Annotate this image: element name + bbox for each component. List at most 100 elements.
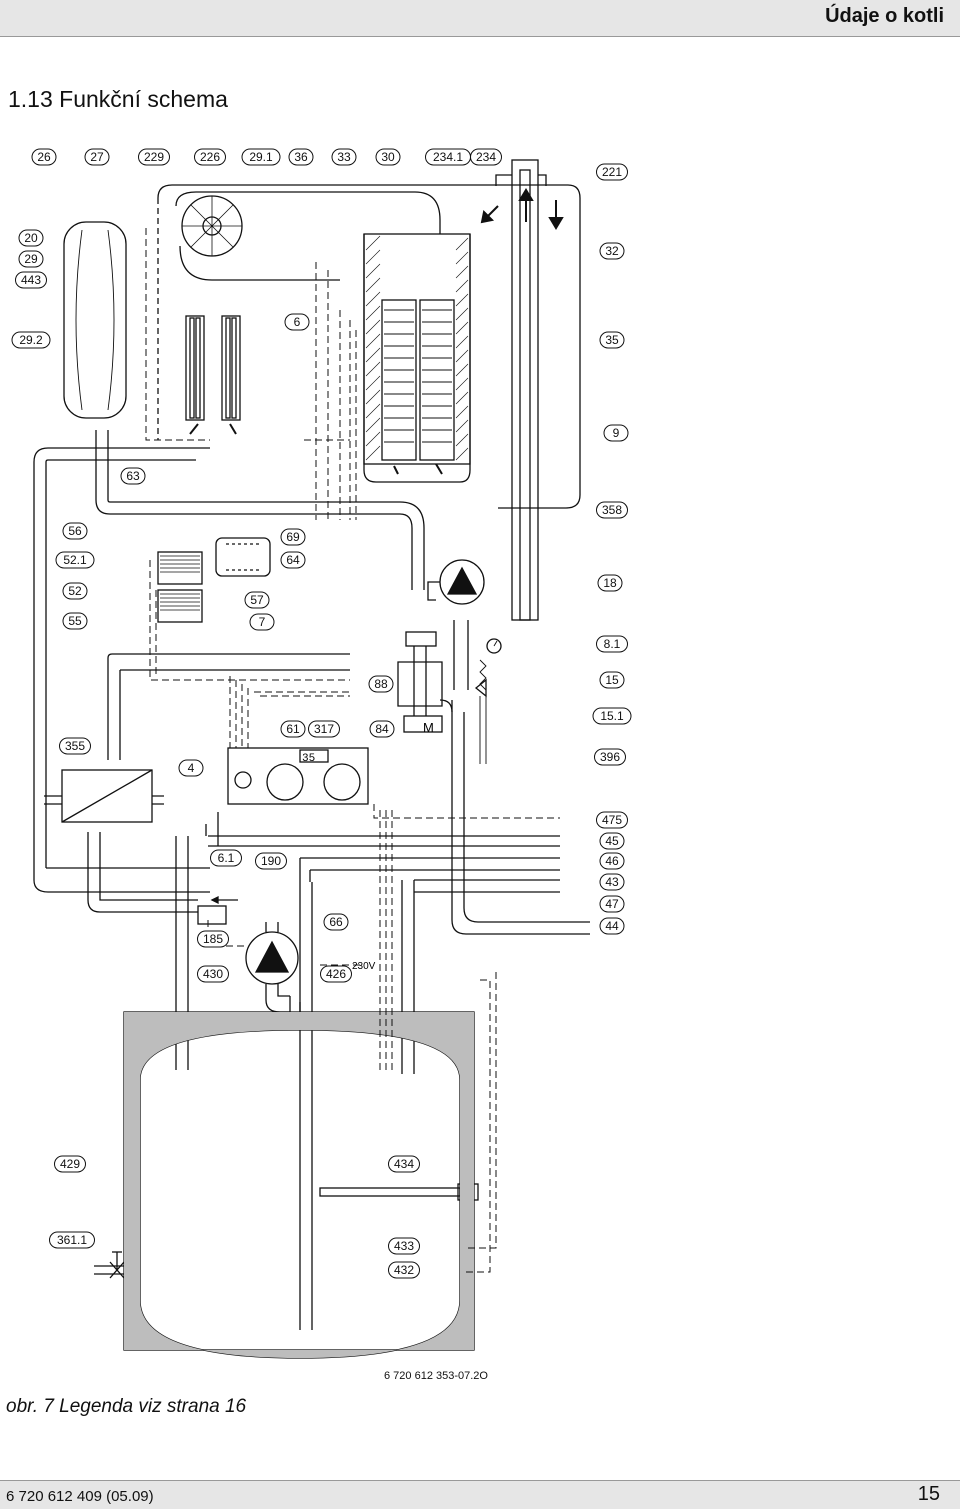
- callout-29-2: 29.2: [11, 331, 51, 349]
- callout-44: 44: [599, 917, 625, 935]
- section-title: 1.13 Funkční schema: [8, 86, 228, 112]
- callout-475: 475: [596, 811, 628, 829]
- callout-61: 61: [280, 720, 306, 738]
- callout-434: 434: [388, 1155, 420, 1173]
- callout-label: 88: [374, 677, 388, 691]
- callout-label: 234: [476, 150, 496, 164]
- callout-label: 433: [394, 1239, 414, 1253]
- callout-label: 33: [337, 150, 351, 164]
- callout-55: 55: [62, 612, 88, 630]
- callout-57: 57: [244, 591, 270, 609]
- header-rule: [0, 36, 960, 37]
- callout-label: 430: [203, 967, 223, 981]
- callout-label: 43: [605, 875, 619, 889]
- callout-432: 432: [388, 1261, 420, 1279]
- callout-443: 443: [15, 271, 47, 289]
- callout-56: 56: [62, 522, 88, 540]
- callout-29: 29: [18, 250, 44, 268]
- page-number: 15: [917, 1483, 940, 1505]
- callout-label: 52.1: [63, 553, 87, 567]
- callout-190: 190: [255, 852, 287, 870]
- callout-label: 47: [605, 897, 619, 911]
- diverter-valve: [157, 551, 203, 585]
- callout-label: 6.1: [218, 851, 235, 865]
- callout-label: 221: [602, 165, 622, 179]
- callout-label: 64: [286, 553, 300, 567]
- callout-9: 9: [603, 424, 629, 442]
- callout-29-1: 29.1: [241, 148, 281, 166]
- footer-rule: [0, 1480, 960, 1481]
- callout-label: 46: [605, 854, 619, 868]
- motor-valve: [403, 715, 443, 733]
- callout-46: 46: [599, 852, 625, 870]
- callout-label: 61: [286, 722, 300, 736]
- footer-doc-code: 6 720 612 409 (05.09): [6, 1488, 154, 1505]
- callout-15-1: 15.1: [592, 707, 632, 725]
- callout-35: 35: [599, 331, 625, 349]
- display-readout: 35: [302, 753, 315, 765]
- callout-label: 35: [605, 333, 619, 347]
- callout-label: 84: [375, 722, 389, 736]
- callout-label: 27: [90, 150, 104, 164]
- callout-label: 434: [394, 1157, 414, 1171]
- callout-6: 6: [284, 313, 310, 331]
- callout-20: 20: [18, 229, 44, 247]
- callout-64: 64: [280, 551, 306, 569]
- callout-label: 6: [294, 315, 301, 329]
- callout-66: 66: [323, 913, 349, 931]
- callout-18: 18: [597, 574, 623, 592]
- callout-229: 229: [138, 148, 170, 166]
- figure-ref: 6 720 612 353-07.2O: [384, 1370, 488, 1382]
- callout-84: 84: [369, 720, 395, 738]
- callout-label: 32: [605, 244, 619, 258]
- callout-label: 361.1: [57, 1233, 87, 1247]
- callout-185: 185: [197, 930, 229, 948]
- callout-47: 47: [599, 895, 625, 913]
- callout-label: 475: [602, 813, 622, 827]
- callout-label: 443: [21, 273, 41, 287]
- callout-317: 317: [308, 720, 340, 738]
- callout-label: 429: [60, 1157, 80, 1171]
- callout-426: 426: [320, 965, 352, 983]
- callout-label: 234.1: [433, 150, 463, 164]
- callout-label: 185: [203, 932, 223, 946]
- callout-label: 7: [259, 615, 266, 629]
- callout-7: 7: [249, 613, 275, 631]
- callout-36: 36: [288, 148, 314, 166]
- callout-label: 15: [605, 673, 619, 687]
- callout-label: 26: [37, 150, 51, 164]
- callout-label: 9: [613, 426, 620, 440]
- callout-label: 190: [261, 854, 281, 868]
- callout-8-1: 8.1: [596, 635, 628, 653]
- footer-band: [0, 1481, 960, 1509]
- callout-label: 63: [126, 469, 140, 483]
- callout-33: 33: [331, 148, 357, 166]
- callout-label: 55: [68, 614, 82, 628]
- callout-4: 4: [178, 759, 204, 777]
- callout-label: 226: [200, 150, 220, 164]
- callout-6-1: 6.1: [210, 849, 242, 867]
- callout-label: 317: [314, 722, 334, 736]
- callout-221: 221: [596, 163, 628, 181]
- callout-label: 15.1: [600, 709, 624, 723]
- callout-52: 52: [62, 582, 88, 600]
- callout-label: 432: [394, 1263, 414, 1277]
- callout-label: 426: [326, 967, 346, 981]
- callout-label: 66: [329, 915, 343, 929]
- callout-label: 44: [605, 919, 619, 933]
- callout-430: 430: [197, 965, 229, 983]
- callout-label: 396: [600, 750, 620, 764]
- callout-label: 52: [68, 584, 82, 598]
- callout-label: 36: [294, 150, 308, 164]
- callout-69: 69: [280, 528, 306, 546]
- callout-52-1: 52.1: [55, 551, 95, 569]
- callout-88: 88: [368, 675, 394, 693]
- callout-27: 27: [84, 148, 110, 166]
- flue-pipe: [511, 159, 539, 621]
- dhw-pump: [245, 931, 299, 985]
- callout-label: 29.2: [19, 333, 43, 347]
- callout-label: 29.1: [249, 150, 273, 164]
- callout-label: 8.1: [604, 637, 621, 651]
- callout-30: 30: [375, 148, 401, 166]
- header-title: Údaje o kotli: [825, 5, 944, 27]
